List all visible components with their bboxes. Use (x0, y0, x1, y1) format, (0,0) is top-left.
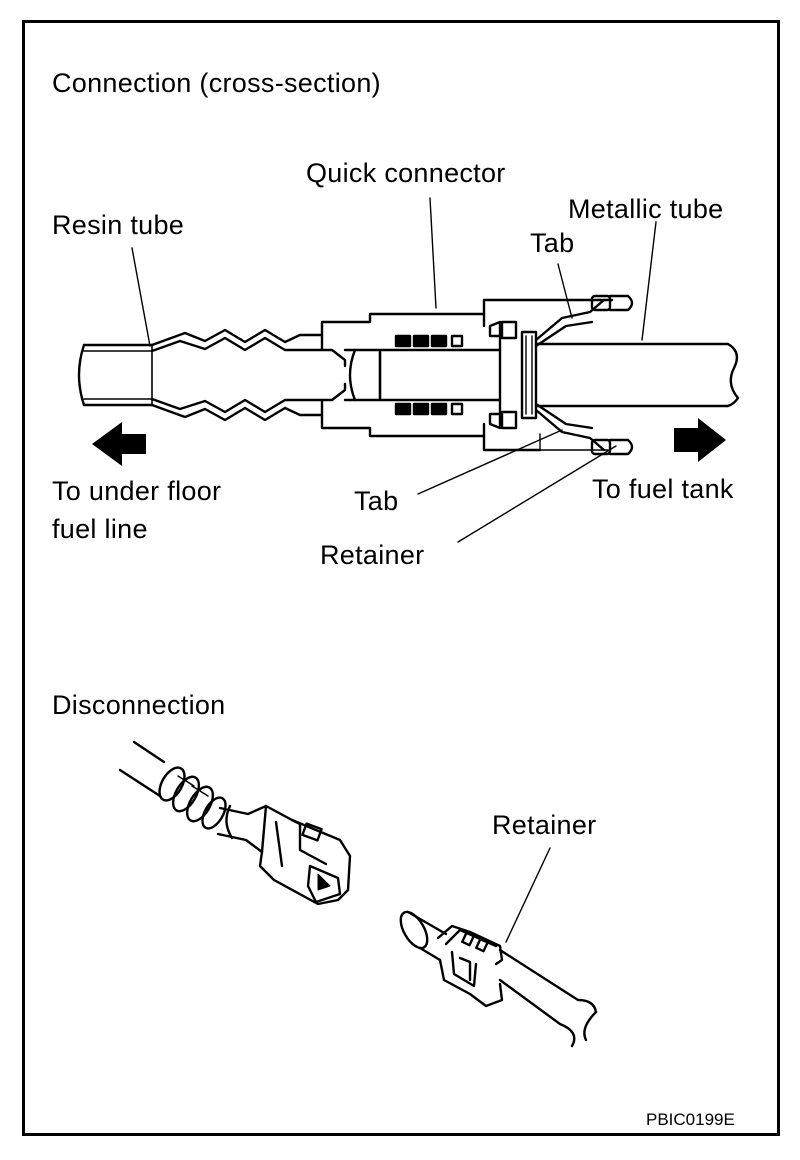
disconnected-connector (118, 740, 352, 906)
figure-code: PBIC0199E (646, 1110, 735, 1129)
resin-tube (77, 343, 154, 407)
retainer-disconnection-label: Retainer (492, 810, 597, 840)
metallic-tube-with-retainer (399, 847, 598, 1048)
quick-connector-body (150, 298, 602, 452)
retainer-cross-section-label: Retainer (320, 540, 425, 570)
to-fuel-tank-label: To fuel tank (592, 474, 734, 504)
disconnection-heading: Disconnection (52, 690, 226, 720)
tab-bottom-label: Tab (354, 486, 399, 516)
connection-heading: Connection (cross-section) (52, 68, 381, 98)
to-under-floor-label-line2: fuel line (52, 514, 148, 544)
arrow-right-icon (674, 418, 726, 462)
inner-bore (343, 320, 518, 430)
diagram-frame (22, 20, 780, 1136)
retainer-cross-section (520, 294, 634, 456)
tab-top-label: Tab (530, 228, 575, 258)
metallic-tube-label: Metallic tube (568, 194, 724, 224)
leader-lines (131, 197, 657, 543)
resin-tube-label: Resin tube (52, 210, 185, 240)
to-under-floor-label-line1: To under floor (52, 476, 222, 506)
metallic-tube (534, 342, 740, 408)
arrow-left-icon (92, 422, 146, 466)
quick-connector-label: Quick connector (306, 158, 506, 188)
